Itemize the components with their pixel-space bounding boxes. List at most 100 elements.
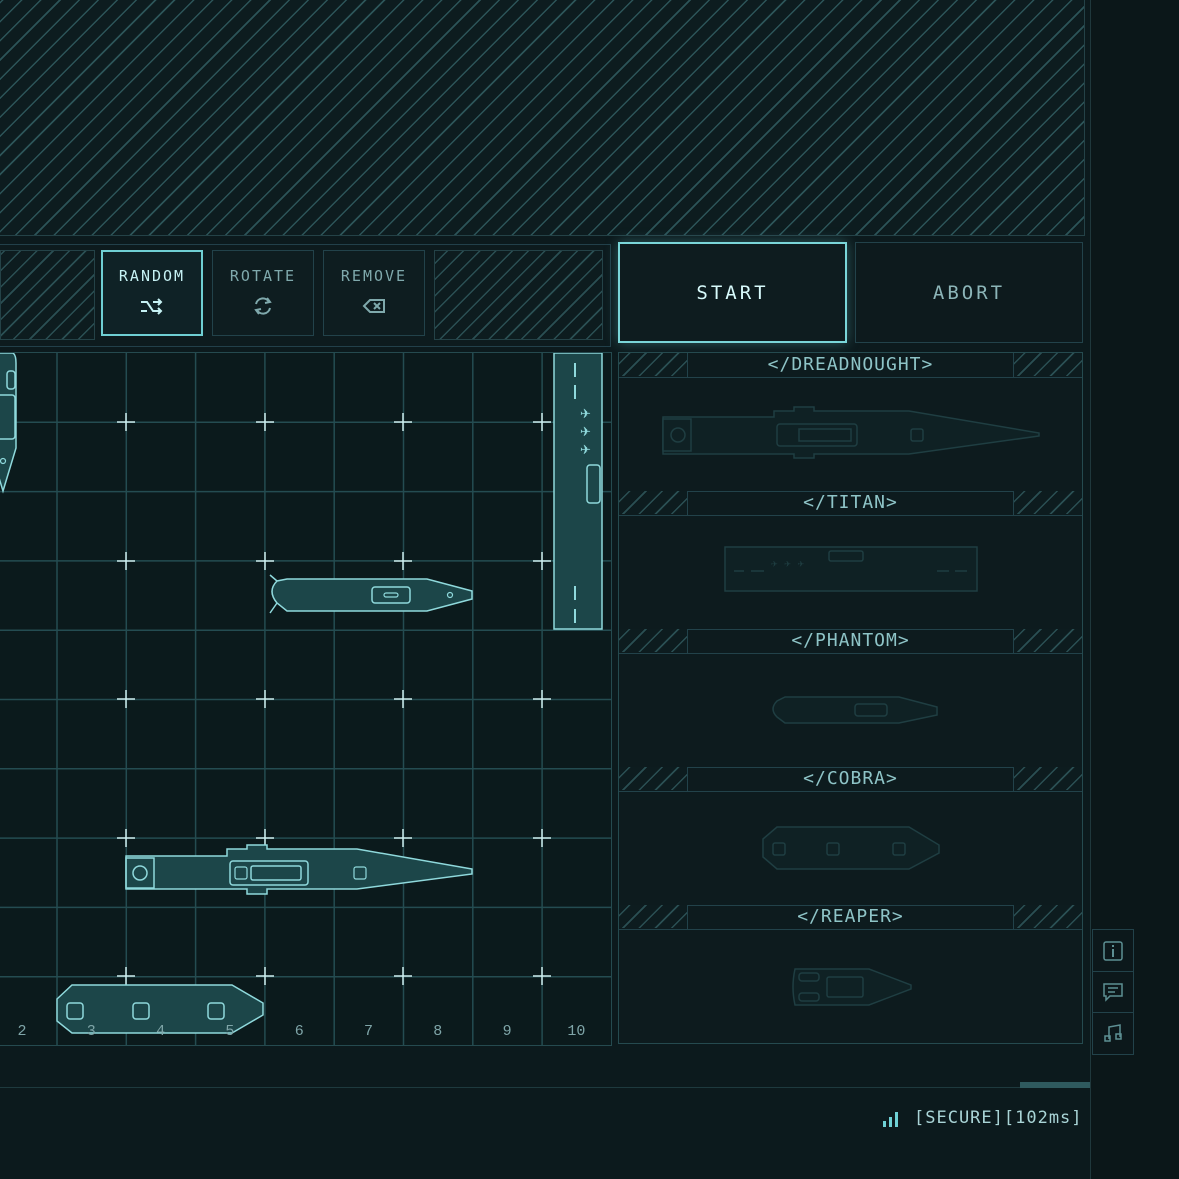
header-hatch-left xyxy=(619,491,687,514)
grid-crosshair xyxy=(394,552,412,570)
grid-crosshair xyxy=(256,413,274,431)
header-hatch-left xyxy=(619,353,687,376)
grid-crosshair xyxy=(117,690,135,708)
music-icon xyxy=(1104,1023,1122,1042)
header-hatch-right xyxy=(1014,767,1082,790)
signal-bars-icon xyxy=(883,1112,898,1127)
svg-text:✈: ✈ xyxy=(580,443,591,458)
toolbar-hatch-left xyxy=(0,250,95,340)
column-label: 5 xyxy=(225,1023,234,1040)
progress-indicator xyxy=(1020,1082,1090,1088)
fleet-item-reaper[interactable]: </REAPER> xyxy=(619,905,1082,1043)
fleet-item-header: </COBRA> xyxy=(619,767,1082,792)
grid-crosshair xyxy=(117,413,135,431)
shuffle-icon xyxy=(141,298,163,315)
placed-ship-dreadnought[interactable] xyxy=(125,844,473,895)
grid-crosshair xyxy=(117,829,135,847)
header-hatch-right xyxy=(1014,353,1082,376)
grid-crosshair xyxy=(117,552,135,570)
grid-crosshair xyxy=(117,967,135,985)
fleet-item-header: </PHANTOM> xyxy=(619,629,1082,654)
header-hatch-right xyxy=(1014,629,1082,652)
grid-crosshair xyxy=(256,552,274,570)
grid-crosshair xyxy=(394,967,412,985)
info-button[interactable] xyxy=(1093,930,1133,972)
start-button[interactable]: START xyxy=(618,242,847,343)
header-hatch-right xyxy=(1014,905,1082,928)
abort-button[interactable]: ABORT xyxy=(855,242,1083,343)
dreadnought-silhouette xyxy=(662,406,1040,459)
start-label: START xyxy=(696,281,769,304)
connection-status: [SECURE][102ms] xyxy=(882,1108,1083,1128)
column-label: 6 xyxy=(295,1023,304,1040)
grid-crosshair xyxy=(533,690,551,708)
status-text: [SECURE][102ms] xyxy=(914,1108,1083,1128)
rotate-icon xyxy=(254,297,272,315)
random-button[interactable]: RANDOM xyxy=(101,250,203,336)
placed-ship-reaper[interactable] xyxy=(0,353,17,494)
column-label: 4 xyxy=(156,1023,165,1040)
reaper-silhouette xyxy=(792,968,912,1006)
grid-crosshair xyxy=(533,967,551,985)
remove-button[interactable]: REMOVE xyxy=(323,250,425,336)
chat-button[interactable] xyxy=(1093,971,1133,1013)
fleet-item-name: </DREADNOUGHT> xyxy=(687,353,1014,377)
grid-crosshair xyxy=(256,967,274,985)
rotate-label: ROTATE xyxy=(229,267,297,285)
toolbar-hatch-right xyxy=(434,250,603,340)
rotate-button[interactable]: ROTATE xyxy=(212,250,314,336)
fleet-item-header: </REAPER> xyxy=(619,905,1082,930)
svg-text:✈: ✈ xyxy=(580,407,591,422)
bottom-divider xyxy=(0,1087,1090,1088)
abort-label: ABORT xyxy=(932,281,1006,304)
grid-crosshair xyxy=(394,690,412,708)
column-label: 9 xyxy=(503,1023,512,1040)
board-grid: ✈ ✈ ✈ 2 3 4 5 6 7 8 9 10 xyxy=(0,353,611,1045)
side-icon-bar xyxy=(1092,929,1134,1055)
fleet-item-header: </TITAN> xyxy=(619,491,1082,516)
chat-icon xyxy=(1103,982,1123,1002)
fleet-item-name: </COBRA> xyxy=(687,767,1014,791)
info-icon xyxy=(1103,940,1123,961)
header-hatch-left xyxy=(619,905,687,928)
random-label: RANDOM xyxy=(118,267,186,285)
backspace-icon xyxy=(362,299,385,313)
fleet-panel: </DREADNOUGHT> </TITAN> xyxy=(618,352,1083,1044)
placed-ship-cobra[interactable] xyxy=(56,984,264,1034)
column-label: 8 xyxy=(433,1023,442,1040)
remove-label: REMOVE xyxy=(340,267,408,285)
grid-crosshair xyxy=(533,552,551,570)
grid-crosshair xyxy=(256,690,274,708)
fleet-item-name: </TITAN> xyxy=(687,491,1014,515)
top-banner-panel xyxy=(0,0,1085,236)
fleet-item-name: </REAPER> xyxy=(687,905,1014,929)
header-hatch-right xyxy=(1014,491,1082,514)
grid-crosshair xyxy=(533,413,551,431)
header-hatch-left xyxy=(619,767,687,790)
grid-crosshair xyxy=(394,413,412,431)
svg-text:✈: ✈ xyxy=(580,425,591,440)
music-button[interactable] xyxy=(1093,1012,1133,1053)
cobra-silhouette xyxy=(762,826,940,870)
fleet-item-dreadnought[interactable]: </DREADNOUGHT> xyxy=(619,353,1082,492)
game-board[interactable]: ✈ ✈ ✈ 2 3 4 5 6 7 8 9 10 xyxy=(0,352,612,1046)
fleet-item-cobra[interactable]: </COBRA> xyxy=(619,767,1082,906)
grid-crosshair xyxy=(394,829,412,847)
fleet-item-phantom[interactable]: </PHANTOM> xyxy=(619,629,1082,768)
phantom-silhouette xyxy=(772,696,938,724)
column-label: 10 xyxy=(567,1023,585,1040)
grid-crosshair xyxy=(533,829,551,847)
titan-silhouette: ✈ ✈ ✈ xyxy=(724,546,978,592)
grid-crosshair xyxy=(256,829,274,847)
placed-ship-phantom[interactable] xyxy=(269,574,473,614)
fleet-item-header: </DREADNOUGHT> xyxy=(619,353,1082,378)
column-label: 3 xyxy=(87,1023,96,1040)
svg-text:✈ ✈ ✈: ✈ ✈ ✈ xyxy=(771,557,804,570)
column-label: 2 xyxy=(17,1023,26,1040)
column-label: 7 xyxy=(364,1023,373,1040)
placement-toolbar: RANDOM ROTATE REMOVE xyxy=(0,244,611,347)
placed-ship-titan[interactable]: ✈ ✈ ✈ xyxy=(553,353,603,630)
fleet-item-name: </PHANTOM> xyxy=(687,629,1014,653)
header-hatch-left xyxy=(619,629,687,652)
fleet-item-titan[interactable]: </TITAN> ✈ ✈ ✈ xyxy=(619,491,1082,630)
